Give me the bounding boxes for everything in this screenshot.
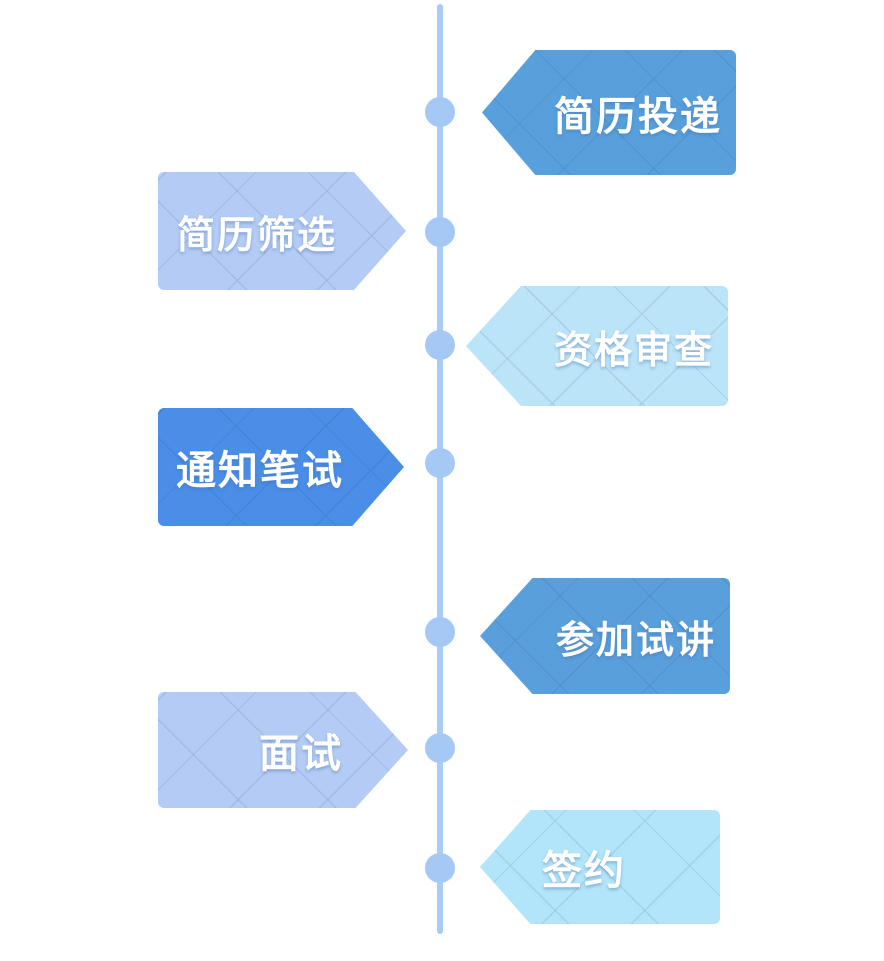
step-banner-4[interactable]: 通知笔试 [158, 408, 404, 526]
chevron-shape-2 [158, 172, 406, 290]
timeline-dot-7[interactable] [425, 853, 455, 883]
step-label-2: 简历筛选 [177, 214, 338, 257]
step-label-7: 签约 [542, 849, 626, 893]
step-banner-1[interactable]: 简历投递 [482, 50, 736, 175]
step-label-1: 简历投递 [554, 94, 722, 139]
step-banner-6[interactable]: 面试 [158, 692, 408, 808]
step-label-5: 参加试讲 [555, 619, 716, 662]
chevron-shape-7 [480, 810, 720, 924]
timeline-dot-4[interactable] [425, 448, 455, 478]
step-banner-5[interactable]: 参加试讲 [480, 578, 730, 694]
chevron-shape-4 [158, 408, 404, 526]
timeline-dot-5[interactable] [425, 617, 455, 647]
chevron-shape-6 [158, 692, 408, 808]
step-banner-3[interactable]: 资格审查 [466, 286, 728, 406]
timeline-dot-6[interactable] [425, 733, 455, 763]
timeline-dot-2[interactable] [425, 217, 455, 247]
timeline-dot-1[interactable] [425, 97, 455, 127]
step-banner-2[interactable]: 简历筛选 [158, 172, 406, 290]
chevron-shape-5 [480, 578, 730, 694]
step-label-3: 资格审查 [553, 329, 714, 372]
chevron-shape-1 [482, 50, 736, 175]
timeline-dot-3[interactable] [425, 330, 455, 360]
step-banner-7[interactable]: 签约 [480, 810, 720, 924]
step-label-4: 通知笔试 [176, 449, 344, 493]
chevron-shape-3 [466, 286, 728, 406]
step-label-6: 面试 [259, 732, 343, 776]
